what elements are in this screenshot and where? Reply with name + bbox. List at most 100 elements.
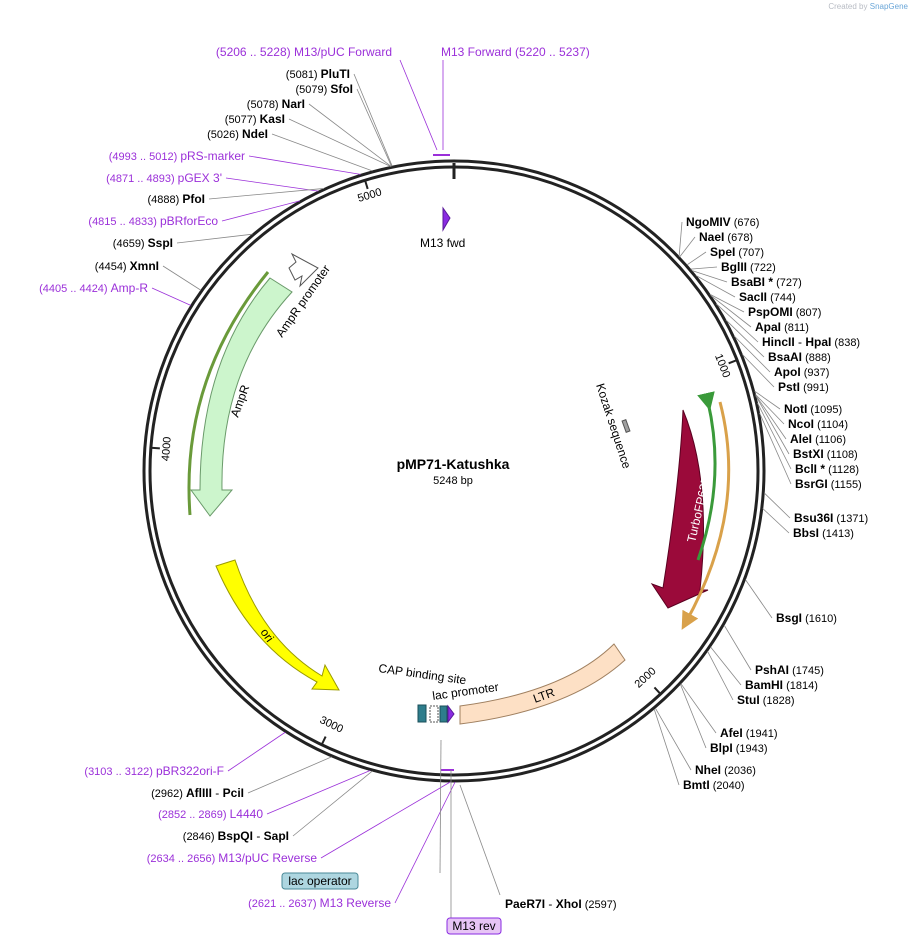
- enzyme-site-bsgi[interactable]: BsgI (1610): [776, 611, 837, 625]
- primer-pbrforeco[interactable]: (4815 .. 4833) pBRforEco: [88, 214, 218, 228]
- ampr-feature[interactable]: [190, 277, 293, 517]
- primer-m13puc-forward[interactable]: (5206 .. 5228) M13/pUC Forward: [216, 45, 392, 59]
- enzyme-site-xhoi[interactable]: PaeR7I - XhoI (2597): [505, 897, 617, 911]
- tick-2000: [653, 686, 662, 695]
- enzyme-site-stui[interactable]: StuI (1828): [737, 693, 795, 707]
- leader-left-5: [248, 155, 361, 175]
- enzyme-site-apai[interactable]: ApaI (811): [755, 320, 809, 334]
- tick-4000: [150, 446, 160, 450]
- enzyme-site-hincii[interactable]: HincII - HpaI (838): [762, 335, 860, 349]
- snapgene-brand: SnapGene: [869, 2, 908, 11]
- enzyme-name: BlpI (1943): [710, 741, 768, 755]
- bottom-label: (2846) BspQI - SapI: [183, 829, 289, 843]
- plasmid-name: pMP71-Katushka: [397, 456, 510, 472]
- enzyme-site-bspqi[interactable]: (2846) BspQI - SapI: [183, 829, 289, 843]
- enzyme-site-pfoi[interactable]: (4888) PfoI: [147, 192, 205, 206]
- tick-label-1000: 1000: [712, 352, 732, 379]
- m13-fwd-feature: [442, 206, 451, 232]
- enzyme-site-blpi[interactable]: BlpI (1943): [710, 741, 768, 755]
- enzyme-site-bmti[interactable]: BmtI (2040): [683, 778, 745, 792]
- leader-27: [653, 708, 680, 786]
- enzyme-site-bcli[interactable]: BclI * (1128): [795, 462, 859, 476]
- cap-binding-feature: [417, 704, 427, 723]
- enzyme-site-bbsi[interactable]: BbsI (1413): [793, 526, 854, 540]
- enzyme-name: SacII (744): [739, 290, 796, 304]
- enzyme-site-bsabi[interactable]: BsaBI * (727): [731, 275, 802, 289]
- enzyme-site-sfoi[interactable]: (5079) SfoI: [295, 82, 353, 96]
- enzyme-site-bstxi[interactable]: BstXI (1108): [793, 447, 858, 461]
- primer-m13-forward[interactable]: M13 Forward (5220 .. 5237): [441, 45, 590, 59]
- primer-pgex3[interactable]: (4871 .. 4893) pGEX 3': [106, 171, 222, 185]
- leader-0: [678, 221, 683, 257]
- leader-left-11: [151, 287, 191, 306]
- primer-ampr[interactable]: (4405 .. 4424) Amp-R: [39, 281, 148, 295]
- tick-3000: [320, 736, 327, 746]
- enzyme-site-ncoi[interactable]: NcoI (1104): [788, 417, 848, 431]
- enzyme-site-bsu36i[interactable]: Bsu36I (1371): [794, 511, 868, 525]
- leader-10: [733, 335, 771, 373]
- left-label: (5026) NdeI: [207, 127, 268, 141]
- enzyme-site-noti[interactable]: NotI (1095): [784, 402, 842, 416]
- primer-m13reverse[interactable]: (2621 .. 2637) M13 Reverse: [248, 896, 391, 910]
- enzyme-site-psti[interactable]: PstI (991): [778, 380, 829, 394]
- enzyme-site-alei[interactable]: AleI (1106): [790, 432, 846, 446]
- enzyme-name: PshAI (1745): [755, 663, 824, 677]
- leader-bottom-5: [394, 781, 456, 904]
- tick-label-2000: 2000: [633, 665, 659, 690]
- backbone-outer: [142, 159, 766, 783]
- enzyme-site-pluti[interactable]: (5081) PluTI: [286, 67, 350, 81]
- leader-3: [690, 266, 718, 270]
- bottom-label: (2962) AflIII - PciI: [151, 786, 244, 800]
- enzyme-site-naei[interactable]: NaeI (678): [699, 230, 753, 244]
- enzyme-site-afliii[interactable]: (2962) AflIII - PciI: [151, 786, 244, 800]
- enzyme-name: NgoMIV (676): [686, 215, 759, 229]
- enzyme-name: ApoI (937): [774, 365, 829, 379]
- enzyme-site-nhei[interactable]: NheI (2036): [695, 763, 756, 777]
- enzyme-site-spei[interactable]: SpeI (707): [710, 245, 764, 259]
- enzyme-site-afei[interactable]: AfeI (1941): [720, 726, 778, 740]
- leader-bottom-2: [266, 770, 371, 815]
- primer-pbr322orif[interactable]: (3103 .. 3122) pBR322ori-F: [84, 764, 224, 778]
- leader-bottom-4: [320, 781, 451, 859]
- left-label: (4815 .. 4833) pBRforEco: [88, 214, 218, 228]
- left-label: (4871 .. 4893) pGEX 3': [106, 171, 222, 185]
- enzyme-site-sspi[interactable]: (4659) SspI: [113, 236, 173, 250]
- ori-label: ori: [258, 626, 277, 645]
- enzyme-site-nari[interactable]: (5078) NarI: [247, 97, 305, 111]
- enzyme-site-bamhi[interactable]: BamHI (1814): [745, 678, 818, 692]
- leader-left-3: [288, 118, 391, 167]
- leader-left-9: [176, 233, 253, 244]
- primer-l4440[interactable]: (2852 .. 2869) L4440: [158, 807, 263, 821]
- enzyme-site-kasi[interactable]: (5077) KasI: [225, 112, 285, 126]
- enzyme-site-pshai[interactable]: PshAI (1745): [755, 663, 824, 677]
- leader-left-10: [162, 265, 202, 291]
- enzyme-name: BsaBI * (727): [731, 275, 802, 289]
- leader-12: [754, 390, 781, 410]
- enzyme-site-apoi[interactable]: ApoI (937): [774, 365, 829, 379]
- plasmid-size: 5248 bp: [433, 475, 473, 487]
- leader-21: [723, 624, 752, 671]
- enzyme-site-bglii[interactable]: BglII (722): [721, 260, 776, 274]
- primer-prsmarker[interactable]: (4993 .. 5012) pRS-marker: [109, 149, 245, 163]
- enzyme-name: BamHI (1814): [745, 678, 818, 692]
- ltr-feature[interactable]: [459, 643, 626, 725]
- enzyme-site-pspomi[interactable]: PspOMI (807): [748, 305, 821, 319]
- kozak-feature: [621, 419, 631, 433]
- left-label: (4993 .. 5012) pRS-marker: [109, 149, 245, 163]
- bottom-label: (2621 .. 2637) M13 Reverse: [248, 896, 391, 910]
- enzyme-site-sacii[interactable]: SacII (744): [739, 290, 796, 304]
- leader-23: [707, 650, 734, 701]
- enzyme-site-bsrgi[interactable]: BsrGI (1155): [795, 477, 862, 491]
- enzyme-site-ngomiv[interactable]: NgoMIV (676): [686, 215, 759, 229]
- enzyme-name: NotI (1095): [784, 402, 842, 416]
- leader-19: [762, 508, 790, 534]
- enzyme-name: StuI (1828): [737, 693, 795, 707]
- top-label-left: (5206 .. 5228) M13/pUC Forward: [216, 45, 392, 59]
- turbofp635-arrow[interactable]: [650, 409, 709, 609]
- primer-m13pucreverse[interactable]: (2634 .. 2656) M13/pUC Reverse: [147, 851, 318, 865]
- enzyme-site-bsaai[interactable]: BsaAI (888): [768, 350, 831, 364]
- ori-feature[interactable]: [215, 559, 340, 691]
- enzyme-site-xmni[interactable]: (4454) XmnI: [95, 259, 159, 273]
- enzyme-site-ndei[interactable]: (5026) NdeI: [207, 127, 268, 141]
